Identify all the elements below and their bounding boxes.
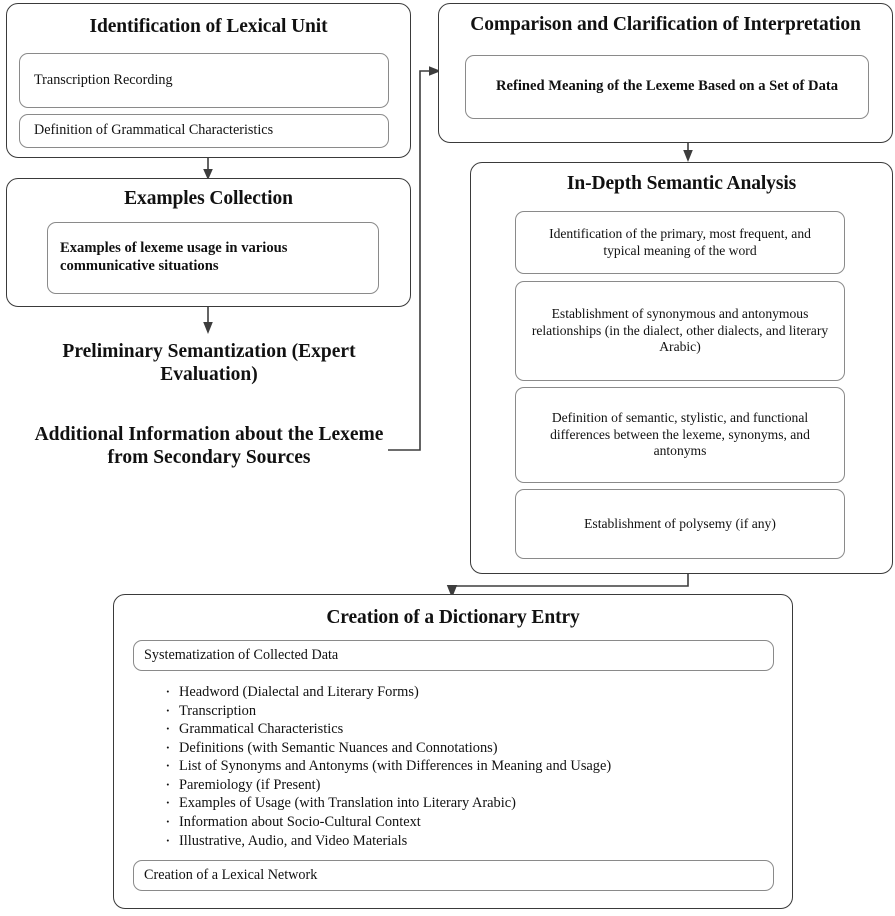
item-establishment-of-synonymous-antonymous-label: Establishment of synonymous and antonymo… (531, 306, 829, 355)
item-creation-of-lexical-network: Creation of a Lexical Network (133, 860, 774, 891)
item-establishment-of-polysemy: Establishment of polysemy (if any) (515, 489, 845, 559)
item-definition-of-grammatical-characteristics: Definition of Grammatical Characteristic… (19, 114, 389, 148)
stage-creation-of-dictionary-entry: Creation of a Dictionary Entry Systemati… (113, 594, 793, 909)
list-item: Examples of Usage (with Translation into… (162, 793, 762, 814)
item-systematization-of-collected-data: Systematization of Collected Data (133, 640, 774, 671)
arrow-examples-to-preliminary (203, 307, 213, 334)
list-item: Headword (Dialectal and Literary Forms) (162, 681, 762, 702)
item-identification-of-primary-meaning-label: Identification of the primary, most freq… (549, 225, 811, 258)
stage-semantic-analysis-heading: In-Depth Semantic Analysis (566, 173, 797, 194)
list-item: Illustrative, Audio, and Video Materials (162, 830, 762, 851)
item-transcription-recording-label: Transcription Recording (34, 71, 173, 88)
stage-dictionary-entry-heading: Creation of a Dictionary Entry (326, 607, 580, 628)
item-transcription-recording: Transcription Recording (19, 53, 389, 108)
stage-comparison-heading: Comparison and Clarification of Interpre… (470, 14, 861, 35)
stage-examples-collection: Examples Collection Examples of lexeme u… (6, 178, 411, 307)
label-additional-information-secondary-sources: Additional Information about the Lexeme … (34, 424, 384, 469)
item-refined-meaning-of-lexeme: Refined Meaning of the Lexeme Based on a… (465, 55, 869, 119)
item-definition-of-semantic-differences: Definition of semantic, stylistic, and f… (515, 387, 845, 483)
item-identification-of-primary-meaning: Identification of the primary, most freq… (515, 211, 845, 274)
stage-comparison-and-clarification: Comparison and Clarification of Interpre… (438, 3, 893, 143)
item-establishment-of-synonymous-antonymous: Establishment of synonymous and antonymo… (515, 281, 845, 381)
stage-identification-heading: Identification of Lexical Unit (89, 16, 328, 37)
item-establishment-of-polysemy-label: Establishment of polysemy (if any) (584, 515, 776, 531)
arrow-identification-to-examples (203, 157, 213, 180)
arrow-comparison-to-semantic-analysis (683, 142, 693, 162)
list-item: Information about Socio-Cultural Context (162, 811, 762, 832)
item-refined-meaning-of-lexeme-label: Refined Meaning of the Lexeme Based on a… (495, 78, 839, 95)
list-item: List of Synonyms and Antonyms (with Diff… (162, 755, 762, 776)
item-systematization-of-collected-data-label: Systematization of Collected Data (144, 646, 339, 663)
item-examples-of-lexeme-usage: Examples of lexeme usage in various comm… (47, 222, 379, 294)
dictionary-entry-components-list: Headword (Dialectal and Literary Forms) … (162, 681, 762, 851)
stage-identification-of-lexical-unit: Identification of Lexical Unit Transcrip… (6, 3, 411, 158)
item-examples-of-lexeme-usage-label: Examples of lexeme usage in various comm… (60, 240, 288, 274)
item-creation-of-lexical-network-label: Creation of a Lexical Network (144, 866, 318, 883)
list-item: Definitions (with Semantic Nuances and C… (162, 737, 762, 758)
item-definition-of-semantic-differences-label: Definition of semantic, stylistic, and f… (550, 410, 810, 459)
item-definition-of-grammatical-characteristics-label: Definition of Grammatical Characteristic… (34, 122, 274, 139)
stage-examples-collection-heading: Examples Collection (124, 188, 293, 209)
stage-in-depth-semantic-analysis: In-Depth Semantic Analysis Identificatio… (470, 162, 893, 574)
list-item: Paremiology (if Present) (162, 774, 762, 795)
list-item: Grammatical Characteristics (162, 718, 762, 739)
list-item: Transcription (162, 700, 762, 721)
label-preliminary-semantization: Preliminary Semantization (Expert Evalua… (62, 341, 356, 386)
